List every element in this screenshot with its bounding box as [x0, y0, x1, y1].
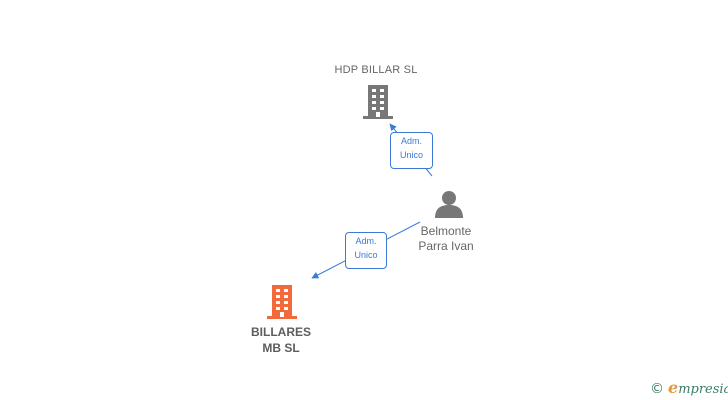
- company-name-line2: MB SL: [262, 341, 300, 355]
- role-badge-line2: Unico: [399, 150, 423, 160]
- person-icon[interactable]: [434, 190, 464, 218]
- role-badge-line1: Adm.: [400, 136, 422, 146]
- company-name-billares-mb[interactable]: BILLARES MB SL: [231, 324, 331, 356]
- role-badge-line1: Adm.: [355, 236, 377, 246]
- brand-name-rest: mpresia: [678, 382, 728, 397]
- empresia-logo: ©empresia: [650, 378, 728, 398]
- copyright-icon: ©: [650, 381, 664, 397]
- company-name-hdp-billar[interactable]: HDP BILLAR SL: [334, 64, 418, 76]
- role-badge-adm-unico: Adm. Unico: [390, 132, 433, 169]
- role-badge-line2: Unico: [354, 250, 378, 260]
- person-name-line1: Belmonte: [420, 224, 472, 238]
- company-name-line1: BILLARES: [251, 325, 311, 339]
- building-icon[interactable]: [362, 84, 394, 120]
- building-icon-highlight[interactable]: [266, 284, 298, 320]
- brand-initial: e: [668, 378, 679, 397]
- person-name-line2: Parra Ivan: [418, 239, 474, 253]
- person-name-belmonte-parra-ivan[interactable]: Belmonte Parra Ivan: [396, 224, 496, 254]
- role-badge-adm-unico: Adm. Unico: [345, 232, 387, 269]
